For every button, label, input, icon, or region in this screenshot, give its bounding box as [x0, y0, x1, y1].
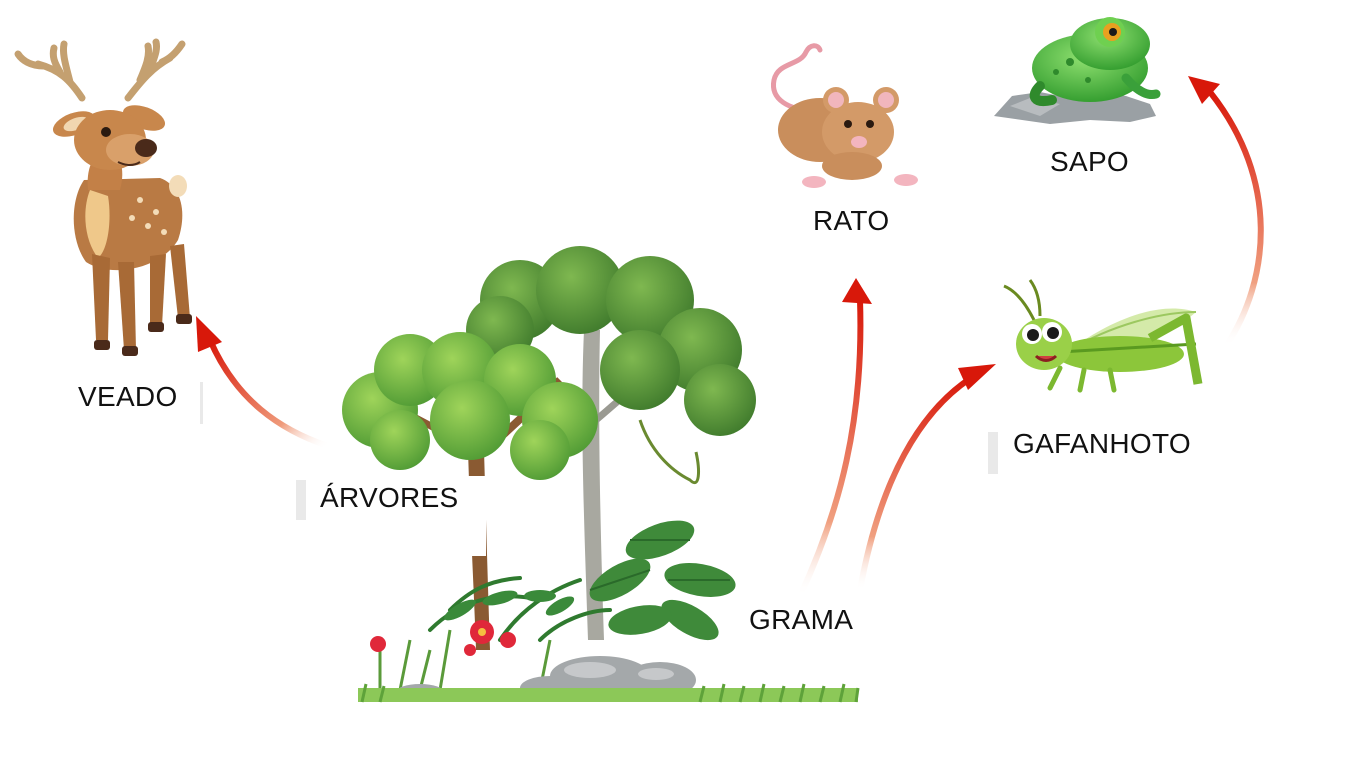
label-mark: [296, 480, 306, 520]
frog-icon: [994, 17, 1161, 124]
arrow-trees-to-deer: [196, 316, 331, 449]
arrow-grasshopper-to-frog: [1188, 76, 1264, 349]
deer-label: VEADO: [78, 381, 178, 412]
forest-icon: [342, 246, 860, 703]
grasshopper-icon: [1003, 279, 1203, 393]
deer-icon: [14, 38, 192, 356]
label-mark: [200, 382, 203, 424]
rat-label: RATO: [813, 205, 890, 236]
grass-label: GRAMA: [749, 604, 854, 635]
rat-icon: [771, 43, 918, 188]
red-arrow-icon: [196, 316, 222, 352]
arrow-grass-to-grasshopper: [857, 364, 996, 593]
red-arrow-icon: [1188, 76, 1220, 104]
frog-label: SAPO: [1050, 146, 1130, 177]
trees-label: ÁRVORES: [320, 482, 459, 513]
red-arrow-icon: [958, 364, 996, 390]
arrow-grass-to-rat: [797, 278, 872, 599]
label-background: [306, 476, 486, 556]
label-mark: [988, 432, 998, 474]
red-arrow-icon: [842, 278, 872, 304]
grasshopper-label: GAFANHOTO: [1013, 428, 1191, 459]
